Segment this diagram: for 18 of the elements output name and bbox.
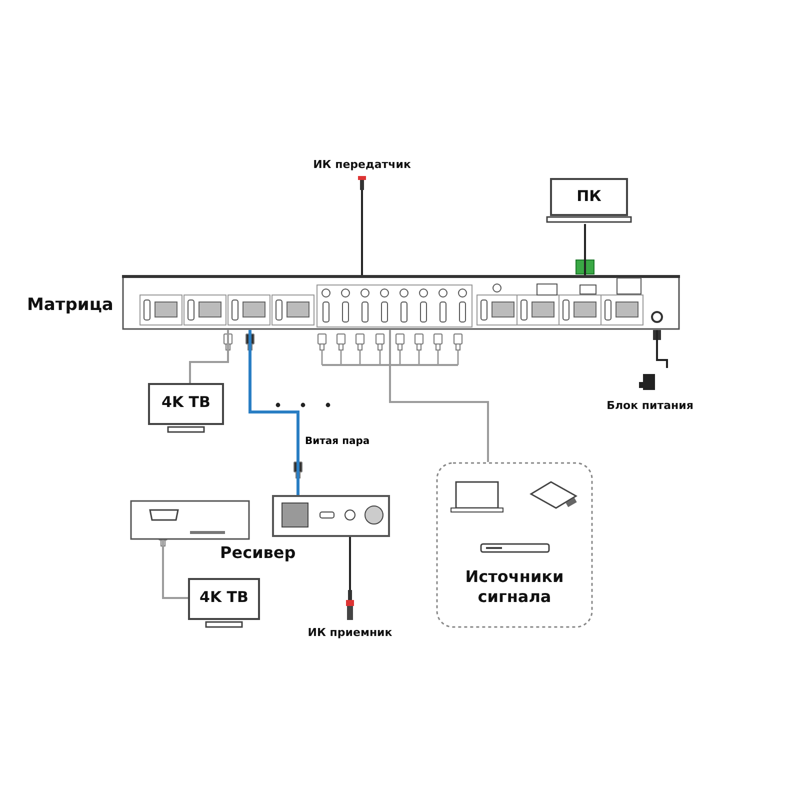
- cable-line: [189, 330, 229, 383]
- device-label: Ресивер: [220, 543, 296, 562]
- device-label: Блок питания: [606, 399, 694, 412]
- cable-line: [349, 537, 351, 590]
- cable-line: [361, 190, 363, 275]
- edge-label: Витая пара: [303, 436, 372, 447]
- cable-line: [584, 224, 586, 275]
- device-label: 4K ТВ: [160, 393, 212, 411]
- device-label: 4K ТВ: [198, 588, 250, 606]
- cable-line: [656, 330, 668, 368]
- cable-line: [248, 330, 300, 495]
- group-label: Источники сигнала: [464, 567, 565, 607]
- device-label: ИК приемник: [306, 626, 394, 639]
- device-label: Матрица: [27, 295, 114, 315]
- cable-line: [162, 540, 188, 599]
- device-label: ПК: [576, 187, 602, 205]
- device-label: ИК передатчик: [312, 158, 412, 171]
- cable-line: [389, 330, 489, 462]
